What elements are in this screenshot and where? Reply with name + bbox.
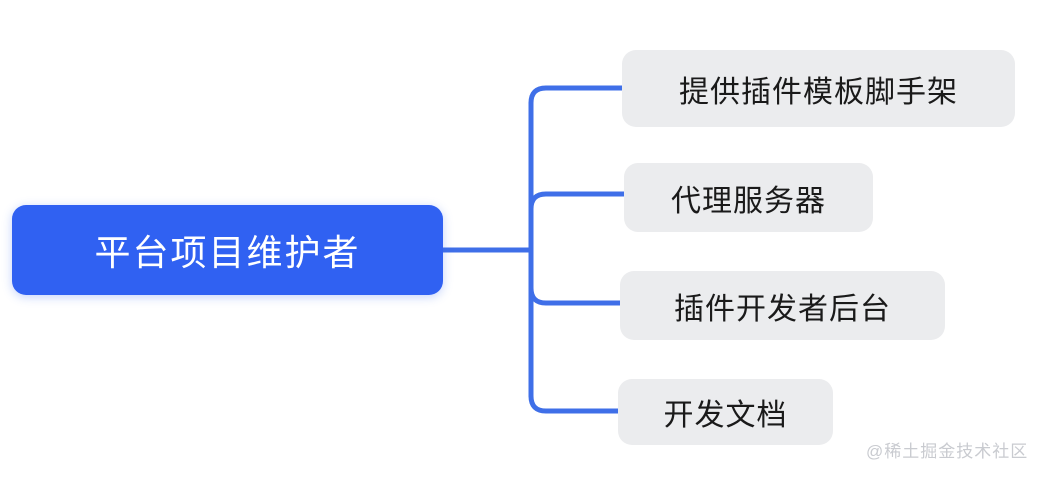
- mindmap-child-node-1[interactable]: 提供插件模板脚手架: [622, 50, 1015, 127]
- mindmap-child-node-3[interactable]: 插件开发者后台: [620, 271, 945, 340]
- child-node-label: 插件开发者后台: [674, 292, 891, 326]
- child-node-label: 代理服务器: [671, 184, 826, 218]
- connector-branch-2: [528, 191, 627, 212]
- connector-branch-1: [528, 85, 625, 106]
- connector-branch-3: [528, 285, 623, 306]
- child-node-label: 提供插件模板脚手架: [679, 75, 958, 109]
- connector-branch-4: [528, 393, 621, 414]
- root-node-label: 平台项目维护者: [94, 232, 361, 273]
- mindmap-child-node-4[interactable]: 开发文档: [618, 379, 833, 445]
- child-node-label: 开发文档: [663, 399, 788, 432]
- mindmap-root-node[interactable]: 平台项目维护者: [12, 205, 443, 295]
- watermark: @稀土掘金技术社区: [866, 442, 1029, 461]
- mindmap-child-node-2[interactable]: 代理服务器: [624, 163, 873, 232]
